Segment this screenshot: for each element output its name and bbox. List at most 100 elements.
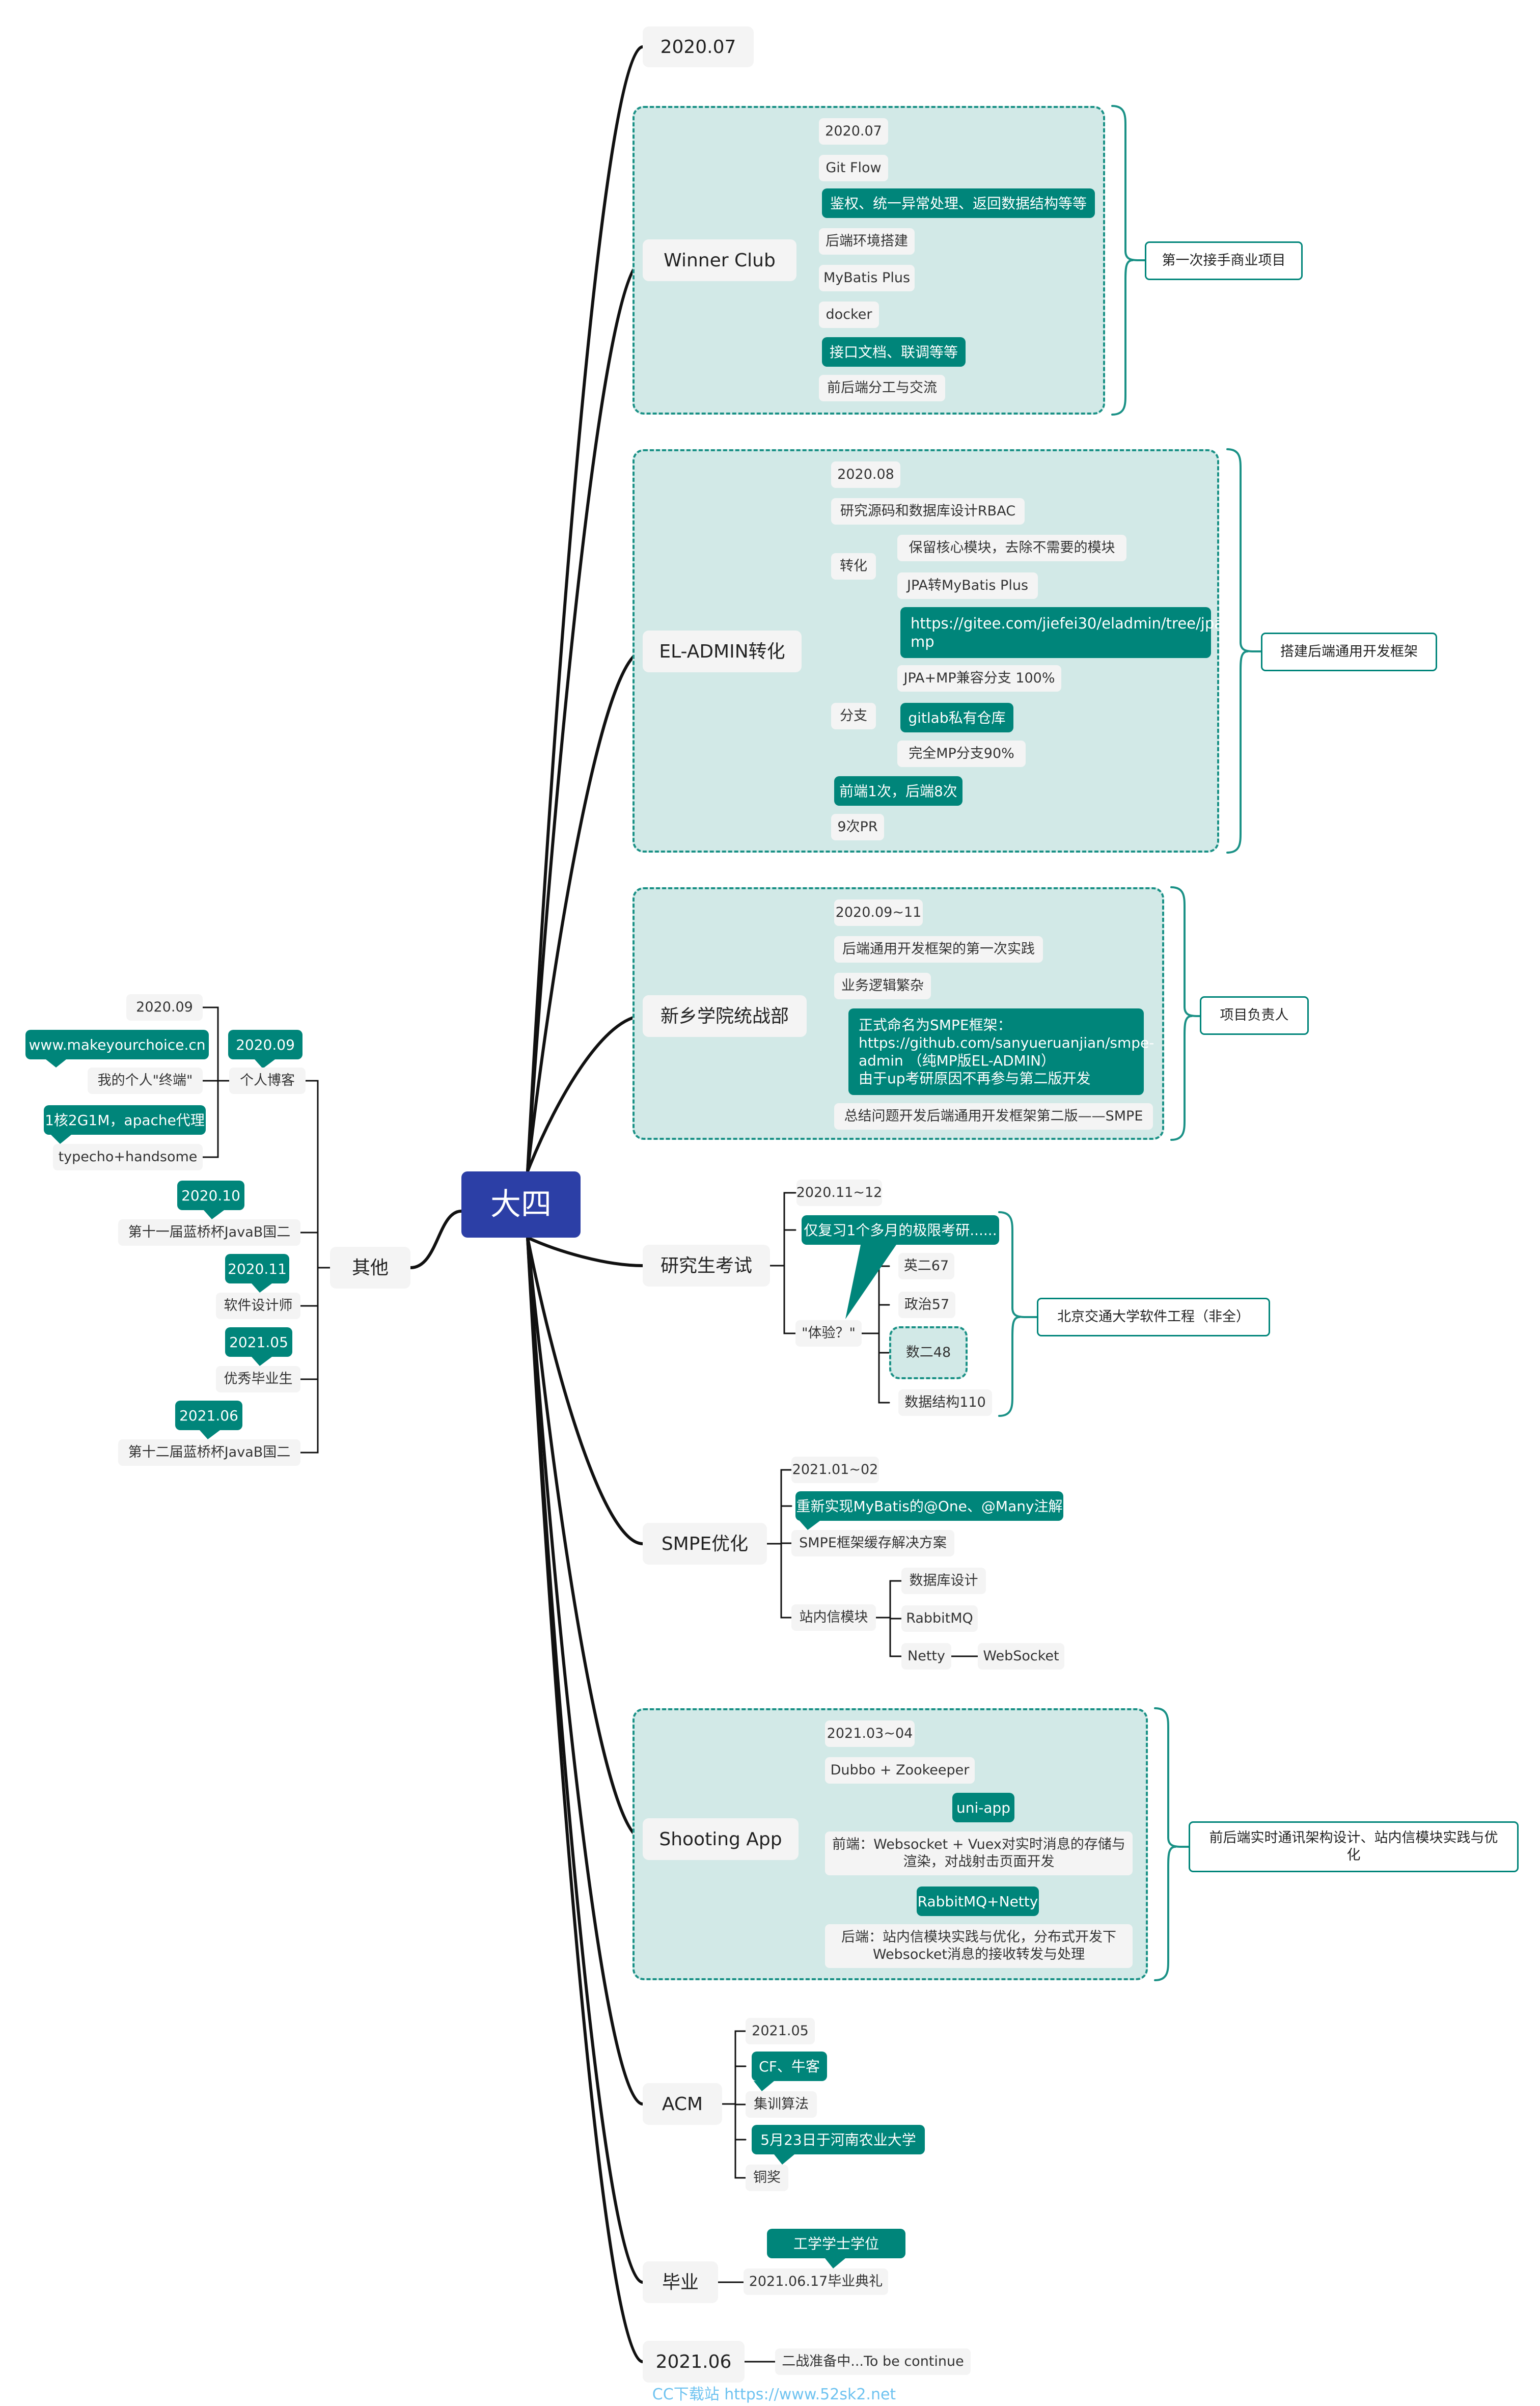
biye-item-ceremony[interactable]: 2021.06.17毕业典礼 bbox=[744, 2268, 888, 2295]
eladmin-item-rbac[interactable]: 研究源码和数据库设计RBAC bbox=[831, 498, 1025, 525]
winner-item-gitflow[interactable]: Git Flow bbox=[819, 155, 888, 181]
branch-winner-club[interactable]: Winner Club bbox=[643, 239, 796, 281]
qita-item-blog-date-tag[interactable]: 2020.09 bbox=[228, 1030, 302, 1059]
shooting-item-backend[interactable]: 后端：站内信模块实践与优化，分布式开发下 Websocket消息的接收转发与处理 bbox=[825, 1924, 1133, 1968]
winner-item-division[interactable]: 前后端分工与交流 bbox=[819, 375, 945, 401]
branch-qita[interactable]: 其他 bbox=[330, 1247, 410, 1289]
eladmin-item-zhuanhua[interactable]: 转化 bbox=[831, 553, 876, 580]
kaoyan-item-tiyan[interactable]: "体验？" bbox=[795, 1320, 862, 1347]
acm-item-contest[interactable]: 5月23日于河南农业大学 bbox=[752, 2125, 925, 2154]
smpe-item-annotations[interactable]: 重新实现MyBatis的@One、@Many注解 bbox=[795, 1491, 1063, 1521]
smpe-item-rabbitmq[interactable]: RabbitMQ bbox=[901, 1605, 978, 1632]
smpe-msg-arm-0 bbox=[889, 1580, 902, 1619]
qita-item-domain[interactable]: www.makeyourchoice.cn bbox=[25, 1030, 209, 1059]
watermark: CC下载站 https://www.52sk2.net bbox=[652, 2386, 896, 2403]
qita-item-typecho[interactable]: typecho+handsome bbox=[53, 1144, 203, 1170]
qita-item-2020-10[interactable]: 2020.10 bbox=[177, 1181, 244, 1210]
kaoyan-item-politics[interactable]: 政治57 bbox=[898, 1292, 955, 1318]
smpe-annot-pointer bbox=[800, 1521, 820, 1530]
acm-item-training[interactable]: 集训算法 bbox=[746, 2091, 817, 2118]
kaoyan-arm-2 bbox=[783, 1265, 796, 1334]
branch-biye[interactable]: 毕业 bbox=[643, 2261, 718, 2303]
qita-item-blog[interactable]: 个人博客 bbox=[229, 1068, 306, 1094]
xinxiang-item-practice[interactable]: 后端通用开发框架的第一次实践 bbox=[834, 936, 1043, 963]
branch-smpe[interactable]: SMPE优化 bbox=[643, 1523, 767, 1565]
xinxiang-item-complex[interactable]: 业务逻辑繁杂 bbox=[834, 973, 931, 999]
qita-item-2021-06[interactable]: 2021.06 bbox=[175, 1401, 242, 1430]
smpe-item-netty[interactable]: Netty bbox=[901, 1643, 951, 1670]
root-node[interactable]: 大四 bbox=[461, 1171, 581, 1238]
eladmin-note[interactable]: 搭建后端通用开发框架 bbox=[1261, 633, 1437, 671]
winner-note[interactable]: 第一次接手商业项目 bbox=[1145, 241, 1303, 280]
winner-item-docker[interactable]: docker bbox=[819, 302, 879, 328]
eladmin-item-fenzhi[interactable]: 分支 bbox=[831, 703, 876, 729]
eladmin-item-pr-counts[interactable]: 前端1次，后端8次 bbox=[834, 776, 963, 806]
xinxiang-item-smpe[interactable]: 正式命名为SMPE框架： https://github.com/sanyueru… bbox=[848, 1008, 1154, 1095]
branch-xinxiang[interactable]: 新乡学院统战部 bbox=[643, 995, 807, 1037]
shooting-item-uniapp[interactable]: uni-app bbox=[952, 1793, 1014, 1822]
root-connector-3 bbox=[526, 1015, 644, 1173]
qita-item-graduate[interactable]: 优秀毕业生 bbox=[216, 1366, 300, 1392]
winner-item-date[interactable]: 2020.07 bbox=[819, 118, 888, 145]
acm-contest-pointer bbox=[774, 2154, 794, 2165]
qita-item-terminal[interactable]: 我的个人"终端" bbox=[88, 1068, 203, 1094]
shooting-item-dubbo[interactable]: Dubbo + Zookeeper bbox=[825, 1757, 975, 1784]
winner-item-auth[interactable]: 鉴权、统一异常处理、返回数据结构等等 bbox=[822, 188, 1095, 218]
acm-item-bronze[interactable]: 铜奖 bbox=[746, 2165, 788, 2191]
eladmin-item-jpa-mp-branch[interactable]: JPA+MP兼容分支 100% bbox=[897, 665, 1061, 692]
eladmin-item-core-modules[interactable]: 保留核心模块，去除不需要的模块 bbox=[897, 535, 1126, 561]
eladmin-item-pr[interactable]: 9次PR bbox=[831, 814, 884, 840]
root-connector-1 bbox=[526, 259, 644, 1173]
qita-arm-1 bbox=[299, 1232, 319, 1269]
xinxiang-item-date[interactable]: 2020.09~11 bbox=[834, 899, 923, 926]
qita-item-lanqiao-12[interactable]: 第十二届蓝桥杯JavaB国二 bbox=[118, 1439, 300, 1466]
winner-curly bbox=[1111, 105, 1142, 416]
kaoyan-item-math[interactable]: 数二48 bbox=[889, 1326, 968, 1379]
eladmin-item-date[interactable]: 2020.08 bbox=[831, 461, 900, 488]
acm-cf-pointer bbox=[754, 2081, 774, 2091]
qita-item-server[interactable]: 1核2G1M，apache代理 bbox=[44, 1105, 206, 1135]
kaoyan-item-datastruct[interactable]: 数据结构110 bbox=[898, 1389, 992, 1416]
winner-item-mybatis-plus[interactable]: MyBatis Plus bbox=[819, 265, 915, 291]
shooting-note[interactable]: 前后端实时通讯架构设计、站内信模块实践与优 化 bbox=[1189, 1821, 1519, 1872]
root-connector-2 bbox=[526, 650, 644, 1173]
eladmin-item-gitee-link[interactable]: https://gitee.com/jiefei30/eladmin/tree/… bbox=[900, 607, 1231, 658]
kaoyan-item-date[interactable]: 2020.11~12 bbox=[796, 1180, 882, 1206]
branch-2020-07[interactable]: 2020.07 bbox=[643, 26, 754, 67]
qita-item-blog-date[interactable]: 2020.09 bbox=[126, 994, 203, 1021]
smpe-item-websocket[interactable]: WebSocket bbox=[978, 1643, 1064, 1670]
winner-item-backend-env[interactable]: 后端环境搭建 bbox=[819, 228, 915, 255]
smpe-item-date[interactable]: 2021.01~02 bbox=[791, 1457, 879, 1483]
branch-eladmin[interactable]: EL-ADMIN转化 bbox=[643, 631, 802, 672]
smpe-item-db-design[interactable]: 数据库设计 bbox=[901, 1568, 986, 1594]
eladmin-item-full-mp[interactable]: 完全MP分支90% bbox=[897, 741, 1026, 767]
xinxiang-item-summary[interactable]: 总结问题开发后端通用开发框架第二版——SMPE bbox=[834, 1103, 1153, 1130]
branch-acm[interactable]: ACM bbox=[643, 2083, 722, 2125]
acm-item-cf[interactable]: CF、牛客 bbox=[752, 2052, 827, 2081]
branch-shooting-app[interactable]: Shooting App bbox=[643, 1818, 799, 1860]
smpe-item-cache[interactable]: SMPE框架缓存解决方案 bbox=[791, 1530, 954, 1556]
shooting-item-rabbitmq-netty[interactable]: RabbitMQ+Netty bbox=[917, 1886, 1039, 1916]
qita-item-2021-05[interactable]: 2021.05 bbox=[225, 1327, 292, 1357]
shooting-curly bbox=[1154, 1707, 1185, 1981]
xinxiang-note[interactable]: 项目负责人 bbox=[1200, 996, 1309, 1035]
smpe-item-message-module[interactable]: 站内信模块 bbox=[791, 1604, 876, 1631]
acm-arm-4 bbox=[734, 2103, 747, 2179]
kaoyan-item-english[interactable]: 英二67 bbox=[898, 1253, 954, 1279]
winner-item-api-docs[interactable]: 接口文档、联调等等 bbox=[822, 337, 966, 367]
shooting-item-frontend[interactable]: 前端：Websocket + Vuex对实时消息的存储与 渲染，对战射击页面开发 bbox=[825, 1831, 1133, 1875]
biye-item-degree[interactable]: 工学学士学位 bbox=[767, 2229, 905, 2258]
eladmin-item-gitlab[interactable]: gitlab私有仓库 bbox=[900, 703, 1013, 732]
qita-item-lanqiao-11[interactable]: 第十一届蓝桥杯JavaB国二 bbox=[118, 1219, 300, 1246]
acm-item-date[interactable]: 2021.05 bbox=[746, 2018, 815, 2044]
qita-item-2020-11[interactable]: 2020.11 bbox=[225, 1254, 289, 1283]
kaoyan-note[interactable]: 北京交通大学软件工程（非全） bbox=[1037, 1298, 1270, 1336]
eladmin-item-jpa-to-mp[interactable]: JPA转MyBatis Plus bbox=[897, 572, 1038, 599]
shooting-item-date[interactable]: 2021.03~04 bbox=[825, 1720, 915, 1747]
b2106-item-next[interactable]: 二战准备中...To be continue bbox=[775, 2348, 971, 2375]
branch-kaoyan[interactable]: 研究生考试 bbox=[643, 1245, 770, 1287]
branch-2021-06[interactable]: 2021.06 bbox=[643, 2341, 745, 2383]
kaoyan-item-review[interactable]: 仅复习1个多月的极限考研...... bbox=[802, 1215, 999, 1245]
qita-item-ruankao[interactable]: 软件设计师 bbox=[216, 1293, 300, 1319]
root-connector-4 bbox=[526, 1236, 644, 1267]
